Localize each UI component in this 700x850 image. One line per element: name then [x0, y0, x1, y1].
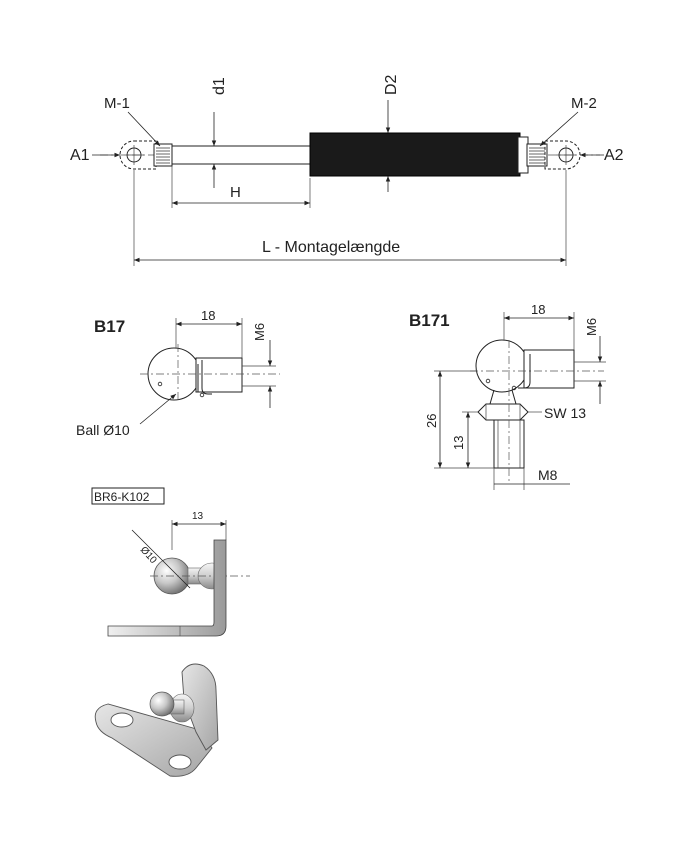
b171-dim-height-total: 26	[424, 414, 439, 428]
label-m2: M-2	[571, 95, 597, 112]
bracket-upright	[181, 663, 219, 751]
b171-dim-thread: M6	[584, 318, 599, 336]
b17-title: B17	[94, 317, 125, 336]
b171-stud-thread: M8	[538, 467, 558, 483]
b17-dim-width: 18	[201, 308, 215, 323]
label-d2: D2	[383, 74, 400, 95]
label-a1: A1	[70, 147, 90, 164]
left-end-fitting	[119, 140, 173, 170]
gas-spring-drawing: M-1 M-2 A1 A2 d1 D2 H L - Montagelængde	[70, 74, 624, 266]
br6-title: BR6-K102	[94, 490, 150, 504]
ball-stud-3d	[149, 691, 175, 717]
right-end-fitting	[526, 140, 581, 170]
label-m1: M-1	[104, 95, 130, 112]
label-d1: d1	[211, 77, 228, 95]
br6-dim-width: 13	[192, 511, 204, 522]
mounting-hole-1	[110, 712, 134, 728]
mounting-hole-2	[168, 754, 192, 770]
b17-dim-thread: M6	[252, 323, 267, 341]
bracket-profile	[107, 539, 227, 637]
br6-side-drawing: BR6-K102 13 Ø10	[91, 487, 250, 637]
label-h: H	[230, 184, 241, 201]
b171-sw-label: SW 13	[544, 405, 586, 421]
b171-dim-height-stud: 13	[451, 436, 466, 450]
b171-title: B171	[409, 311, 450, 330]
br6-dim-ball: Ø10	[138, 545, 159, 567]
label-length: L - Montagelængde	[262, 239, 400, 256]
br6-3d-drawing	[94, 663, 219, 777]
b17-drawing: B17 18 M6 Ball Ø10	[76, 308, 280, 438]
b171-dim-width: 18	[531, 302, 545, 317]
piston-rod	[171, 145, 313, 165]
b171-drawing: B171 18 M6 26 13	[409, 302, 606, 490]
label-a2: A2	[604, 147, 624, 164]
b17-ball-label: Ball Ø10	[76, 422, 130, 438]
cylinder-body	[309, 132, 521, 177]
